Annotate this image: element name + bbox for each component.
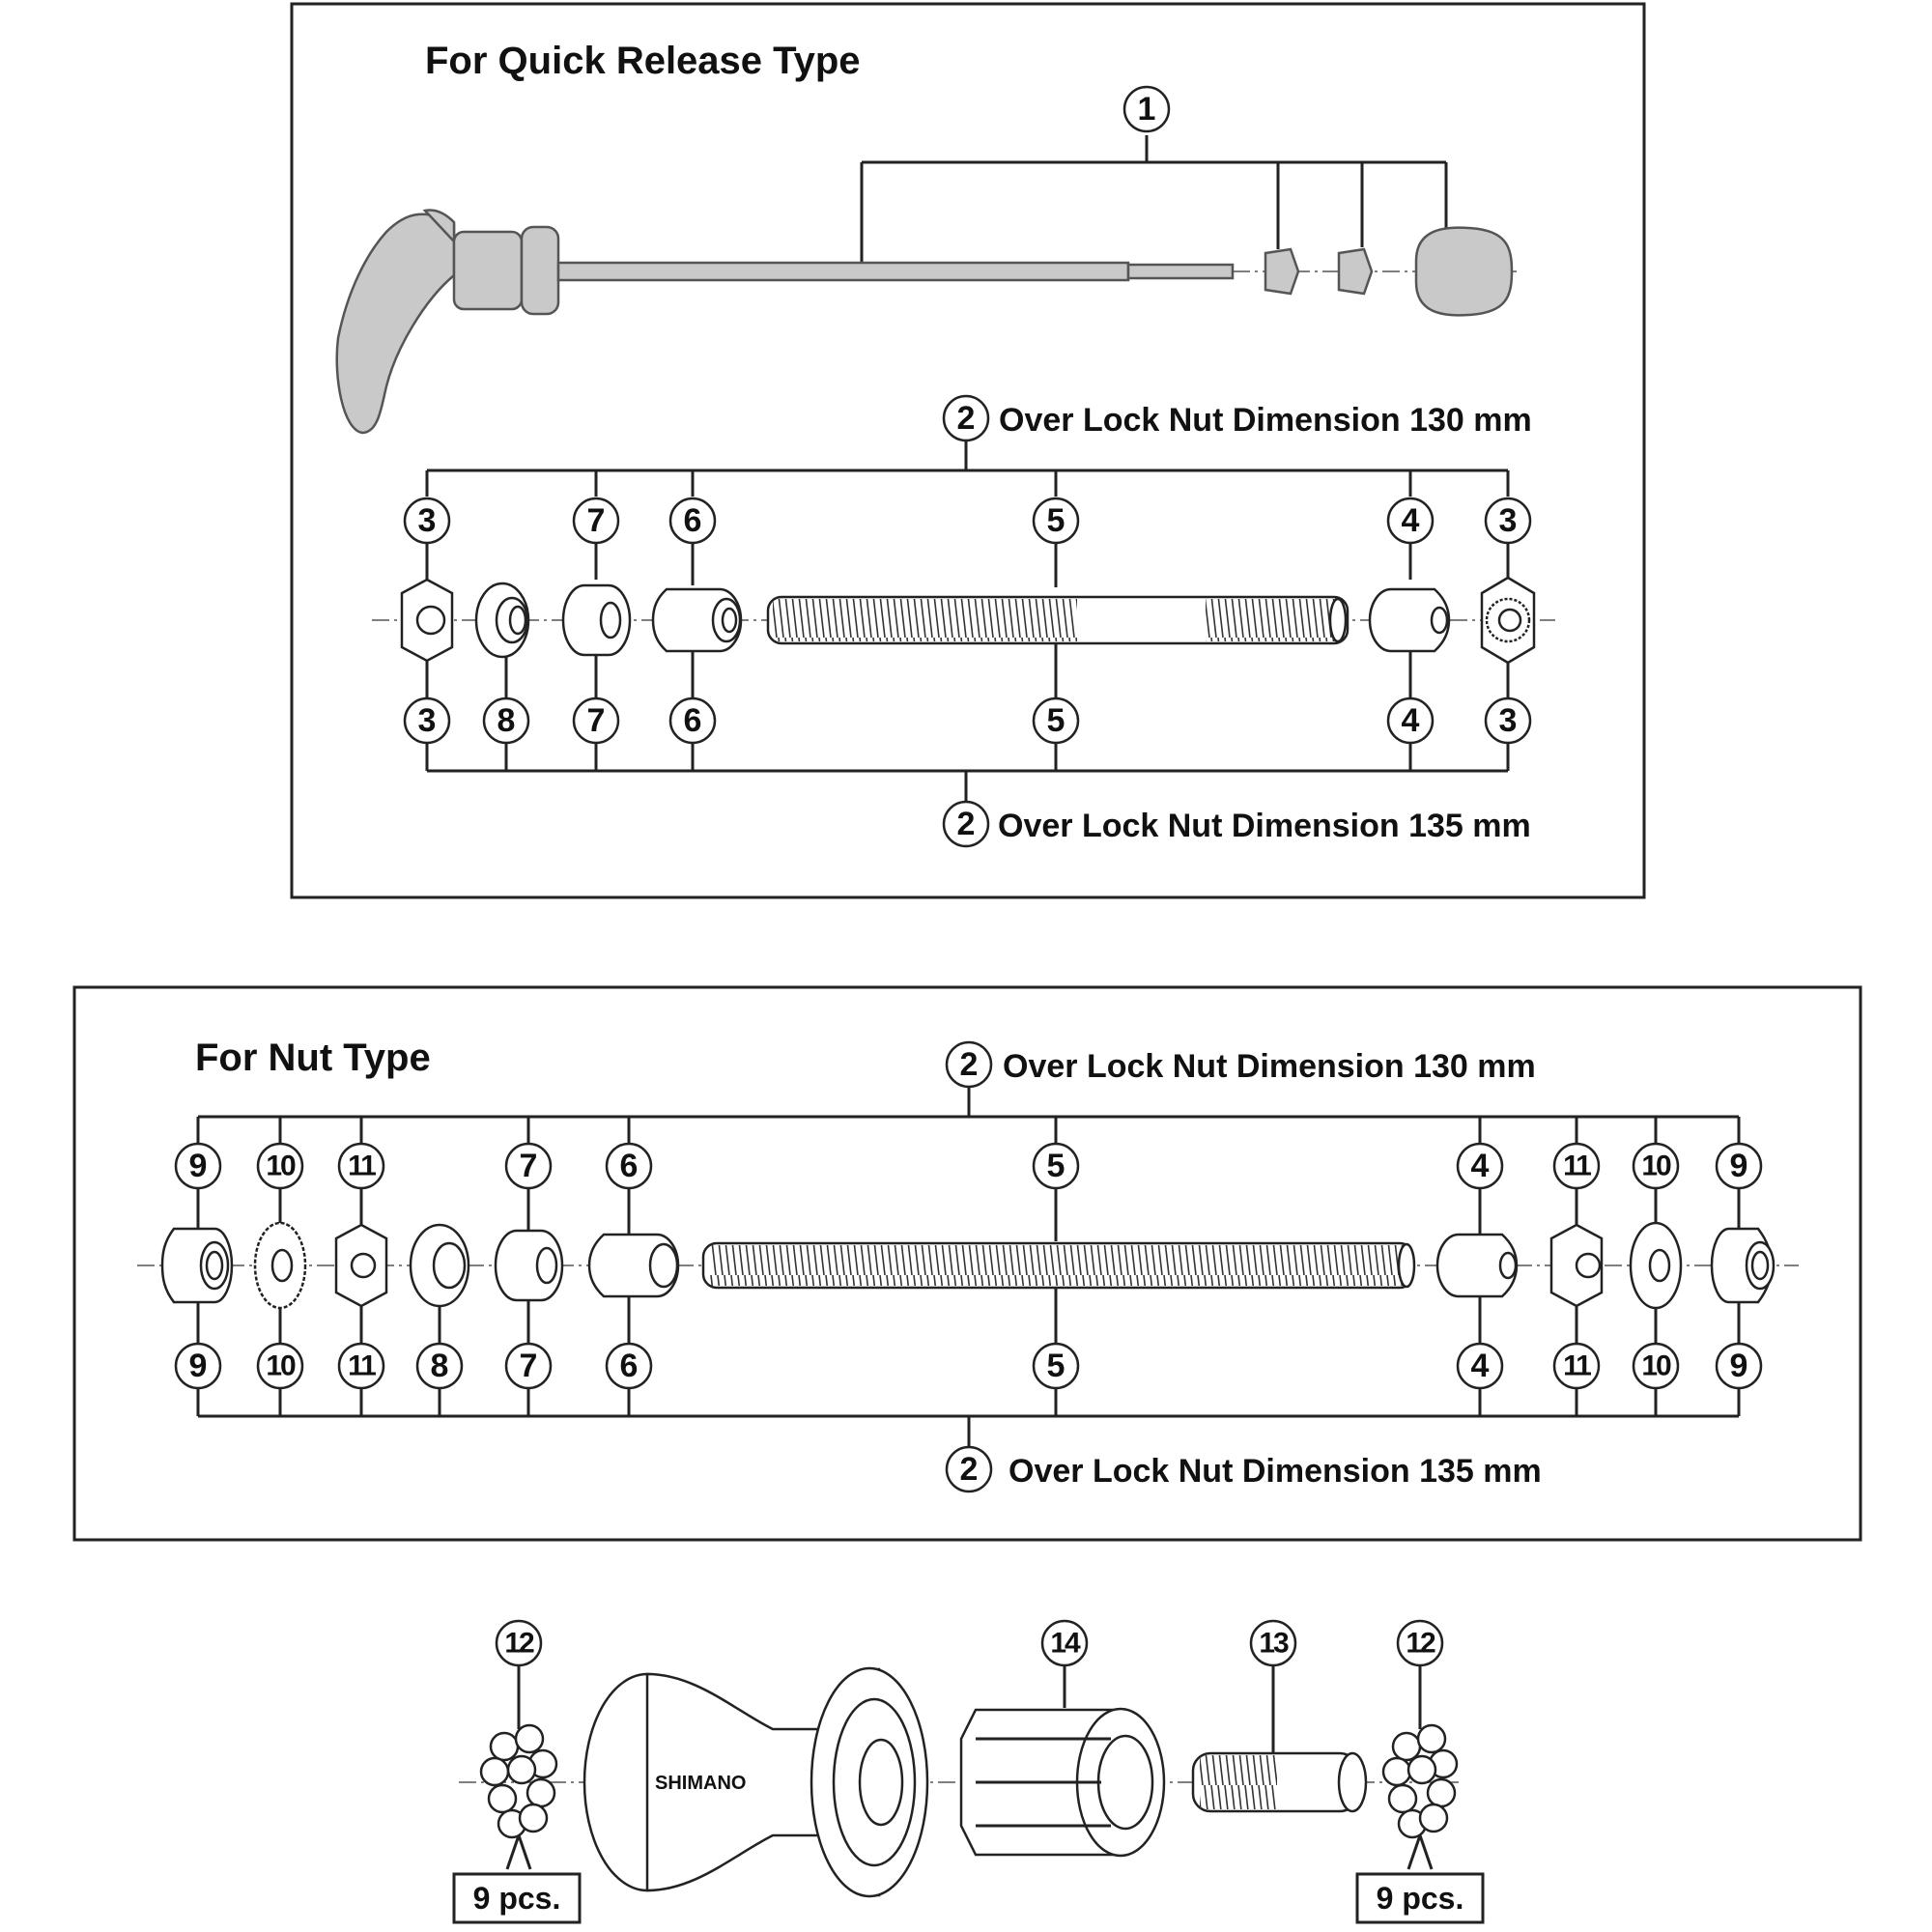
hub-shell: SHIMANO [582,1666,929,1898]
qr-cam-body [452,230,524,311]
nut-top-callout: 9 [1730,1148,1748,1184]
freehub-body [959,1707,1166,1858]
nut-top-callout: 10 [266,1151,296,1182]
nut-bottom-callout: 9 [1730,1348,1748,1384]
qr-top-callout: 3 [1499,502,1518,539]
qr-bottom-callout: 4 [1402,702,1420,739]
nut-bottom-callouts: 9 10 11 8 7 6 5 4 11 10 9 [174,1288,1763,1446]
right-qty-box [1355,1872,1485,1924]
nut-bottom-callout: 11 [1563,1350,1591,1382]
qr-dim-130: 2 Over Lock Nut Dimension 130 mm [425,394,1532,497]
qr-cam-nut [520,225,560,316]
qr-bottom-callout: 6 [684,702,702,739]
quick-release-panel: For Quick Release Type 1 2 Over Lock Nut… [290,2,1646,899]
qr-rod [556,261,1130,282]
qr-dim-135-callout: 2 [957,806,976,842]
qr-spring-right [1337,247,1374,296]
nut-bottom-callout: 6 [620,1348,639,1384]
nut-dim-130-label: Over Lock Nut Dimension 130 mm [1003,1048,1536,1085]
qr-nut [1414,226,1514,317]
nut-bottom-callout: 10 [1641,1350,1671,1382]
nut-bottom-callout: 7 [520,1348,538,1384]
ball-bearings-right [1381,1723,1459,1839]
quick-release-title: For Quick Release Type [425,40,861,82]
qr-bottom-callouts: 3 8 7 6 5 4 3 [403,643,1532,802]
nut-bottom-callout: 10 [266,1350,296,1382]
hub-sleeve [1191,1751,1368,1813]
nut-bottom-callout: 5 [1047,1348,1065,1384]
qr-top-callout: 5 [1047,502,1065,539]
nut-top-callouts: 9 10 11 7 6 5 4 11 10 9 [174,1142,1763,1241]
hub-brand-label: SHIMANO [655,1773,746,1794]
qr-lever [335,213,456,435]
nut-top-callout: 4 [1471,1148,1490,1184]
hub-callout-13: 13 [1259,1628,1289,1660]
qr-top-callouts: 3 7 6 5 4 3 [403,497,1532,589]
nut-type-title: For Nut Type [195,1037,431,1079]
qr-cone-right [1368,587,1451,653]
qr-spring-left [1264,247,1300,296]
hub-callout-12-left: 12 [504,1628,534,1660]
nut-top-callout: 5 [1047,1148,1065,1184]
nut-dim-130: 2 Over Lock Nut Dimension 130 mm [196,1040,1741,1143]
quick-release-skewer [335,209,1517,435]
right-qty-label: 9 pcs. [1377,1881,1464,1916]
nut-bottom-callout: 9 [189,1348,208,1384]
nut-type-panel: For Nut Type 2 Over Lock Nut Dimension 1… [72,985,1862,1542]
qr-top-callout: 7 [587,502,606,539]
qr-bottom-callout: 7 [587,702,606,739]
ball-bearings-left [479,1723,558,1839]
left-qty-box [452,1872,582,1924]
qr-rod-thread [1126,263,1235,280]
qr-top-callout: 4 [1402,502,1420,539]
nut-bottom-callout: 4 [1471,1348,1490,1384]
nut-type-frame [72,985,1862,1542]
quick-release-frame [290,2,1646,899]
callout-1: 1 [1138,91,1156,128]
left-qty-label: 9 pcs. [473,1881,561,1916]
nut-top-callout: 9 [189,1148,208,1184]
qr-bottom-callout: 5 [1047,702,1065,739]
qr-bottom-callout: 3 [418,702,437,739]
qr-bottom-callout: 3 [1499,702,1518,739]
hub-callout-14: 14 [1050,1628,1081,1660]
qr-top-callout: 6 [684,502,702,539]
qr-dim-135-label: Over Lock Nut Dimension 135 mm [998,808,1531,844]
qr-dim-130-label: Over Lock Nut Dimension 130 mm [999,402,1532,439]
hub-body-assembly: 12 9 pcs. SHIMANO 14 [452,1619,1485,1924]
qr-bottom-callout: 8 [497,702,516,739]
nut-cone-right [1435,1233,1519,1298]
nut-dim-135-label: Over Lock Nut Dimension 135 mm [1009,1453,1542,1490]
skewer-callout: 1 [860,85,1448,263]
nut-dim-130-callout: 2 [960,1046,979,1083]
qr-axle-row [372,576,1555,665]
nut-top-callout: 11 [1563,1151,1591,1182]
nut-top-callout: 6 [620,1148,639,1184]
nut-top-callout: 7 [520,1148,538,1184]
qr-dim-135: 2 Over Lock Nut Dimension 135 mm [942,800,1531,848]
nut-top-callout: 10 [1641,1151,1671,1182]
nut-axle-row [137,1221,1799,1310]
nut-bottom-callout: 8 [431,1348,449,1384]
hub-callout-12-right: 12 [1406,1628,1435,1660]
nut-top-callout: 11 [348,1151,376,1182]
nut-bottom-callout: 11 [348,1350,376,1382]
qr-dim-130-callout: 2 [957,400,976,437]
nut-dim-135-callout: 2 [960,1451,979,1488]
nut-dim-135: 2 Over Lock Nut Dimension 135 mm [945,1445,1542,1493]
qr-top-callout: 3 [418,502,437,539]
